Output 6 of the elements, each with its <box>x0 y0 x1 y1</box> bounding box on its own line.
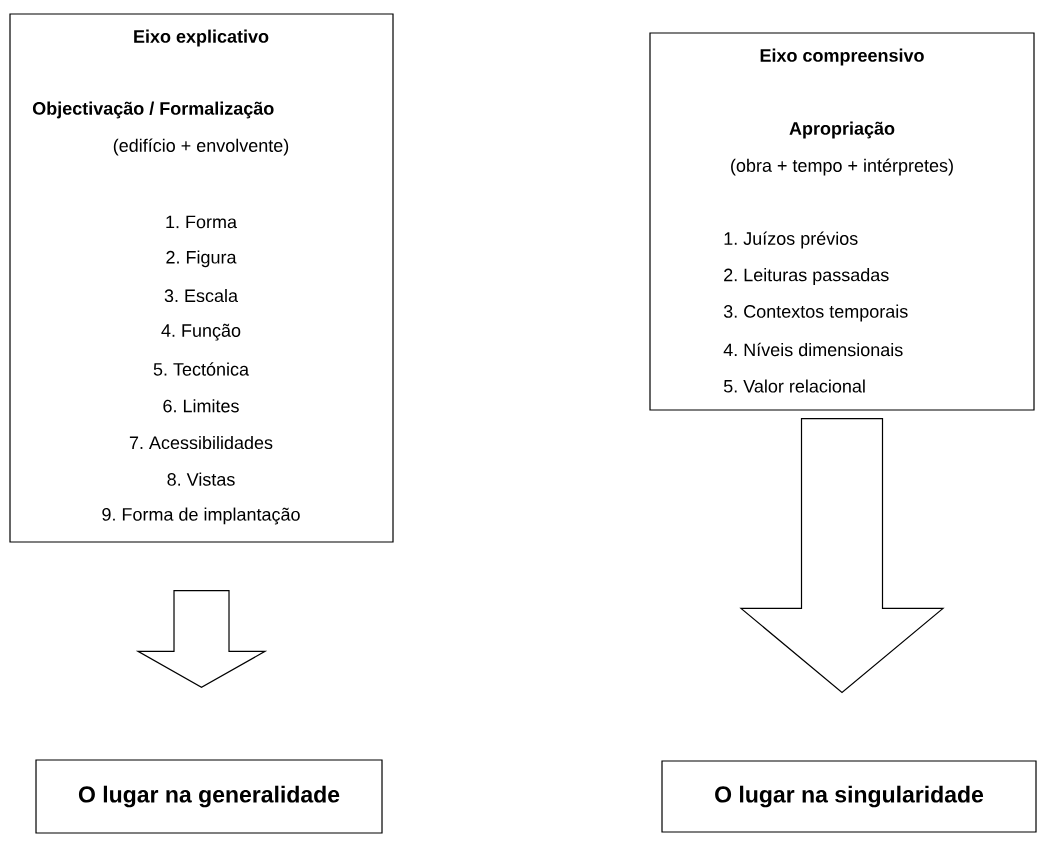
text-box: Eixo explicativo Objectivação / Formalização (edifício + envolvente) 1. Forma 2. Figura 3. Escala 4. Função 5. Tectónica 6. Limites 7. Acessibilidades 8. Vistas 9. Forma de implantação <box>9 13 394 543</box>
result-box: O lugar na singularidade <box>661 760 1037 833</box>
block-arrow <box>135 590 268 689</box>
text-box: Eixo compreensivo Apropriação (obra + tempo + intérpretes) 1. Juízos prévios 2. Leituras passadas 3. Contextos temporais 4. Níveis dimensionais 5. Valor relacional <box>649 32 1035 411</box>
block-arrow <box>739 418 945 694</box>
result-box: O lugar na generalidade <box>35 759 383 834</box>
